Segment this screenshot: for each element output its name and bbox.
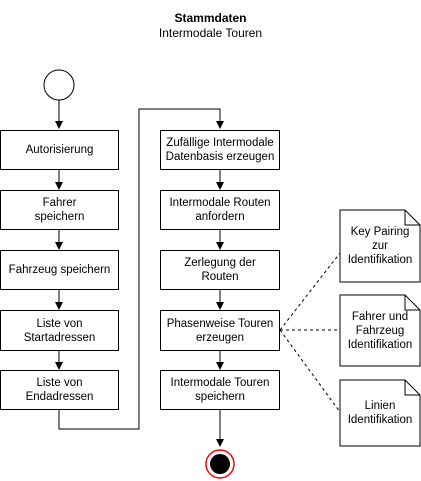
- activity-fahrer-speichern: Fahrer speichern: [0, 190, 119, 230]
- activity-routen-anfordern: Intermodale Routen anfordern: [160, 190, 280, 230]
- note-fold: [404, 295, 420, 311]
- activity-touren-speichern: Intermodale Touren speichern: [160, 370, 280, 410]
- note-shape: [339, 294, 421, 367]
- note-key-pairing: Key Pairing zur Identifikation: [347, 226, 413, 266]
- diagram-title: Stammdaten: [174, 11, 247, 25]
- activity-fahrzeug-speichern: Fahrzeug speichern: [0, 250, 119, 290]
- activity-startadressen: Liste von Startadressen: [0, 310, 119, 351]
- end-node-core: [210, 454, 230, 474]
- activity-endadressen: Liste von Endadressen: [0, 370, 119, 410]
- note-fold: [404, 210, 420, 226]
- note-shape: [339, 209, 421, 283]
- note-fold: [404, 380, 420, 396]
- note-link: [279, 252, 341, 331]
- start-node: [43, 69, 75, 101]
- note-shape: [339, 379, 421, 447]
- note-link: [279, 329, 341, 413]
- activity-autorisierung: Autorisierung: [0, 130, 119, 170]
- note-linien: Linien Identifikation: [347, 400, 413, 426]
- note-fahrer-fahrzeug: Fahrer und Fahrzeug Identifikation: [347, 310, 413, 351]
- activity-touren-erzeugen: Phasenweise Touren erzeugen: [160, 310, 280, 351]
- activity-datenbasis-erzeugen: Zufällige Intermodale Datenbasis erzeuge…: [160, 130, 280, 170]
- activity-zerlegung-routen: Zerlegung der Routen: [160, 250, 280, 290]
- diagram-subtitle: Intermodale Touren: [158, 26, 263, 40]
- flow-arrow: [58, 108, 224, 430]
